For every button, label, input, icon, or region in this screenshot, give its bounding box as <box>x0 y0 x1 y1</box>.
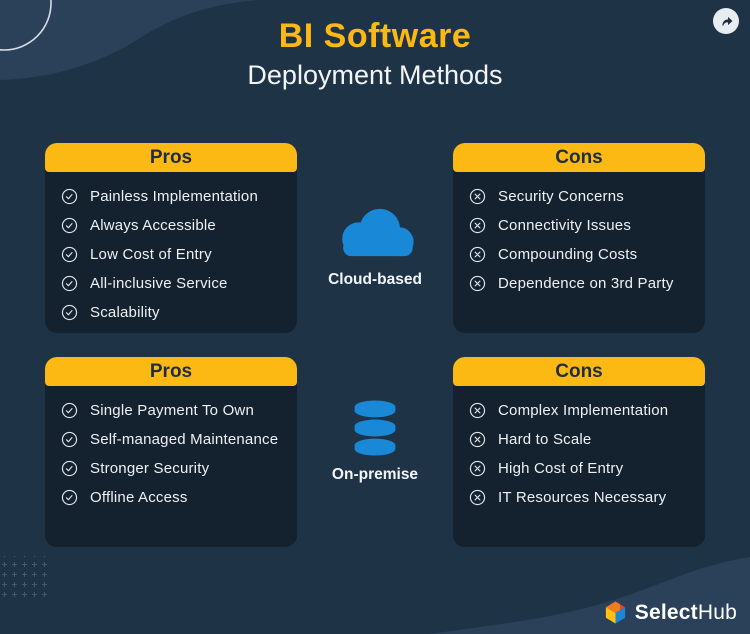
share-arrow-icon <box>721 16 732 26</box>
database-icon <box>354 400 396 456</box>
list-item: Low Cost of Entry <box>61 240 289 269</box>
list-item: IT Resources Necessary <box>469 483 697 512</box>
list-item-label: Compounding Costs <box>498 246 638 263</box>
x-circle-icon <box>469 246 486 263</box>
onpremise-pros-list: Single Payment To Own Self-managed Maint… <box>45 386 297 512</box>
x-circle-icon <box>469 489 486 506</box>
list-item-label: Painless Implementation <box>90 188 259 205</box>
check-circle-icon <box>61 489 78 506</box>
cloud-cons-list: Security Concerns Connectivity Issues <box>453 172 705 298</box>
x-circle-icon <box>469 275 486 292</box>
onpremise-cons-header: Cons <box>453 357 705 386</box>
bottom-right-wave <box>430 557 750 634</box>
x-circle-icon <box>469 188 486 205</box>
card-title: Pros <box>149 146 193 168</box>
list-item: Scalability <box>61 298 289 327</box>
x-circle-icon <box>469 460 486 477</box>
cloud-cons-card: Cons Security Concerns <box>453 143 705 333</box>
logo-select: Select <box>634 600 698 624</box>
check-circle-icon <box>61 431 78 448</box>
list-item-label: Hard to Scale <box>498 431 592 448</box>
list-item: Self-managed Maintenance <box>61 425 289 454</box>
x-circle-icon <box>469 217 486 234</box>
card-title: Cons <box>555 360 603 382</box>
onpremise-pros-header: Pros <box>45 357 297 386</box>
list-item: All-inclusive Service <box>61 269 289 298</box>
cloud-cons-header: Cons <box>453 143 705 172</box>
corner-circle-outline <box>0 0 52 51</box>
list-item-label: Security Concerns <box>498 188 624 205</box>
list-item: High Cost of Entry <box>469 454 697 483</box>
header: BI Software Deployment Methods <box>0 17 750 91</box>
check-circle-icon <box>61 304 78 321</box>
list-item: Hard to Scale <box>469 425 697 454</box>
cloud-pros-header: Pros <box>45 143 297 172</box>
list-item: Security Concerns <box>469 182 697 211</box>
share-button[interactable] <box>713 8 739 34</box>
check-circle-icon <box>61 217 78 234</box>
cloud-pros-list: Painless Implementation Always Accessibl… <box>45 172 297 327</box>
check-circle-icon <box>61 460 78 477</box>
list-item: Connectivity Issues <box>469 211 697 240</box>
list-item-label: Connectivity Issues <box>498 217 632 234</box>
selecthub-logo-text: SelectHub <box>635 601 737 625</box>
list-item-label: Single Payment To Own <box>90 402 255 419</box>
selecthub-cube-icon <box>605 601 625 624</box>
list-item: Complex Implementation <box>469 396 697 425</box>
page-subtitle: Deployment Methods <box>247 60 503 91</box>
list-item: Single Payment To Own <box>61 396 289 425</box>
list-item: Always Accessible <box>61 211 289 240</box>
list-item-label: Complex Implementation <box>498 402 669 419</box>
list-item-label: All-inclusive Service <box>90 275 228 292</box>
top-left-wave <box>0 0 258 80</box>
list-item-label: Scalability <box>90 304 160 321</box>
method-cloud: Cloud-based <box>303 205 447 289</box>
list-item-label: IT Resources Necessary <box>498 489 667 506</box>
card-title: Pros <box>149 360 193 382</box>
list-item-label: Low Cost of Entry <box>90 246 212 263</box>
list-item: Offline Access <box>61 483 289 512</box>
method-onpremise: On-premise <box>303 400 447 484</box>
check-circle-icon <box>61 188 78 205</box>
check-circle-icon <box>61 275 78 292</box>
list-item-label: High Cost of Entry <box>498 460 624 477</box>
list-item: Stronger Security <box>61 454 289 483</box>
selecthub-logo[interactable]: SelectHub <box>603 600 737 625</box>
list-item-label: Offline Access <box>90 489 188 506</box>
list-item-label: Self-managed Maintenance <box>90 431 279 448</box>
x-circle-icon <box>469 402 486 419</box>
cloud-icon <box>342 208 414 257</box>
plus-dot-grid <box>2 556 48 600</box>
list-item-label: Always Accessible <box>90 217 216 234</box>
onpremise-pros-card: Pros Single Payment To Own <box>45 357 297 547</box>
list-item: Painless Implementation <box>61 182 289 211</box>
x-circle-icon <box>469 431 486 448</box>
onpremise-cons-card: Cons Complex Implementation <box>453 357 705 547</box>
cloud-pros-card: Pros Painless Implementation <box>45 143 297 333</box>
list-item-label: Dependence on 3rd Party <box>498 275 674 292</box>
check-circle-icon <box>61 246 78 263</box>
page-title: BI Software <box>278 17 472 55</box>
list-item: Dependence on 3rd Party <box>469 269 697 298</box>
onpremise-cons-list: Complex Implementation Hard to Scale <box>453 386 705 512</box>
check-circle-icon <box>61 402 78 419</box>
logo-hub: Hub <box>697 600 737 624</box>
card-title: Cons <box>555 146 603 168</box>
list-item-label: Stronger Security <box>90 460 210 477</box>
method-label-cloud: Cloud-based <box>328 271 422 288</box>
method-label-onpremise: On-premise <box>331 466 419 483</box>
list-item: Compounding Costs <box>469 240 697 269</box>
